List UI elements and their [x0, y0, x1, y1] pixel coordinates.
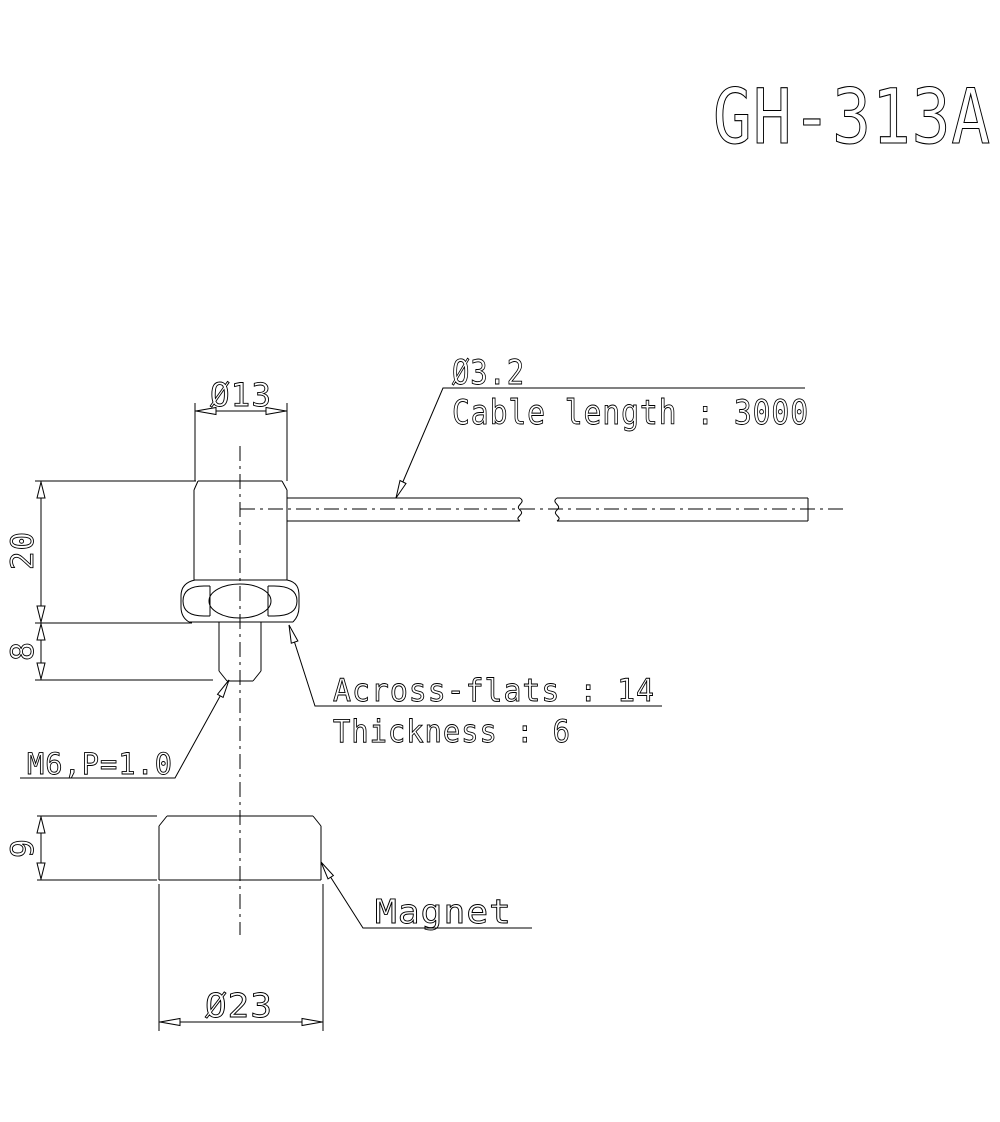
dim-diameter13-label: Ø13 — [210, 376, 272, 414]
arrow-up-icon — [36, 816, 46, 834]
cable — [287, 497, 809, 522]
extension-lines — [35, 480, 213, 681]
thread-stud-outline — [218, 622, 262, 682]
dim-top-diameter: Ø13 — [195, 376, 287, 416]
thickness-label: Thickness : 6 — [333, 714, 571, 750]
leader-line — [395, 387, 805, 499]
cable-diameter-label: Ø3.2 — [452, 353, 525, 393]
hex-right-facet-arc — [267, 585, 298, 617]
hex-center-facet-arc — [208, 583, 272, 619]
leader-line — [320, 861, 532, 929]
dim-magnet-height: 9 — [5, 815, 157, 881]
main-body-outline — [193, 480, 288, 580]
hex-leader: Across-flats : 14 Thickness : 6 — [288, 624, 662, 750]
arrow-down-icon — [36, 605, 46, 623]
leader-arrow-icon — [395, 479, 407, 499]
leader-arrow-icon — [288, 624, 299, 644]
cable-length-label: Cable length : 3000 — [452, 393, 809, 433]
arrow-left-icon — [195, 406, 217, 416]
dim-8-label: 8 — [5, 641, 41, 661]
sensor-body — [180, 403, 300, 682]
arrow-down-icon — [36, 862, 46, 880]
arrow-up-icon — [36, 623, 46, 641]
extension-lines — [158, 884, 324, 1031]
upper-cylinder-outline — [194, 403, 288, 481]
hex-nut — [180, 579, 300, 623]
magnet-outline — [158, 815, 322, 881]
thread-leader: M6,P=1.0 — [20, 679, 230, 781]
hex-silhouette — [180, 579, 300, 623]
dim-20-label: 20 — [5, 531, 41, 570]
leader-line — [288, 624, 662, 707]
arrow-down-icon — [36, 662, 46, 680]
dim-diameter23-label: Ø23 — [205, 986, 273, 1025]
arrow-right-icon — [265, 406, 287, 416]
cable-leader: Ø3.2 Cable length : 3000 — [395, 353, 809, 499]
cable-segment-1 — [287, 497, 523, 522]
across-flats-label: Across-flats : 14 — [333, 673, 655, 709]
leader-arrow-icon — [320, 861, 335, 880]
cable-segment-2 — [554, 497, 809, 522]
magnet-label: Magnet — [375, 892, 512, 931]
extension-lines — [37, 815, 157, 881]
dim-20-8: 20 8 — [5, 480, 213, 681]
hex-left-facet-arc — [182, 585, 211, 617]
dim-9-label: 9 — [5, 838, 41, 858]
thread-label: M6,P=1.0 — [27, 747, 173, 781]
leader-arrow-icon — [216, 679, 230, 699]
arrow-right-icon — [301, 1017, 323, 1027]
magnet-leader: Magnet — [320, 861, 532, 931]
dim-magnet-diameter: Ø23 — [158, 884, 324, 1031]
arrow-left-icon — [159, 1017, 181, 1027]
drawing-title: GH-313A — [713, 72, 991, 161]
arrow-up-icon — [36, 481, 46, 499]
leader-line — [20, 679, 230, 779]
